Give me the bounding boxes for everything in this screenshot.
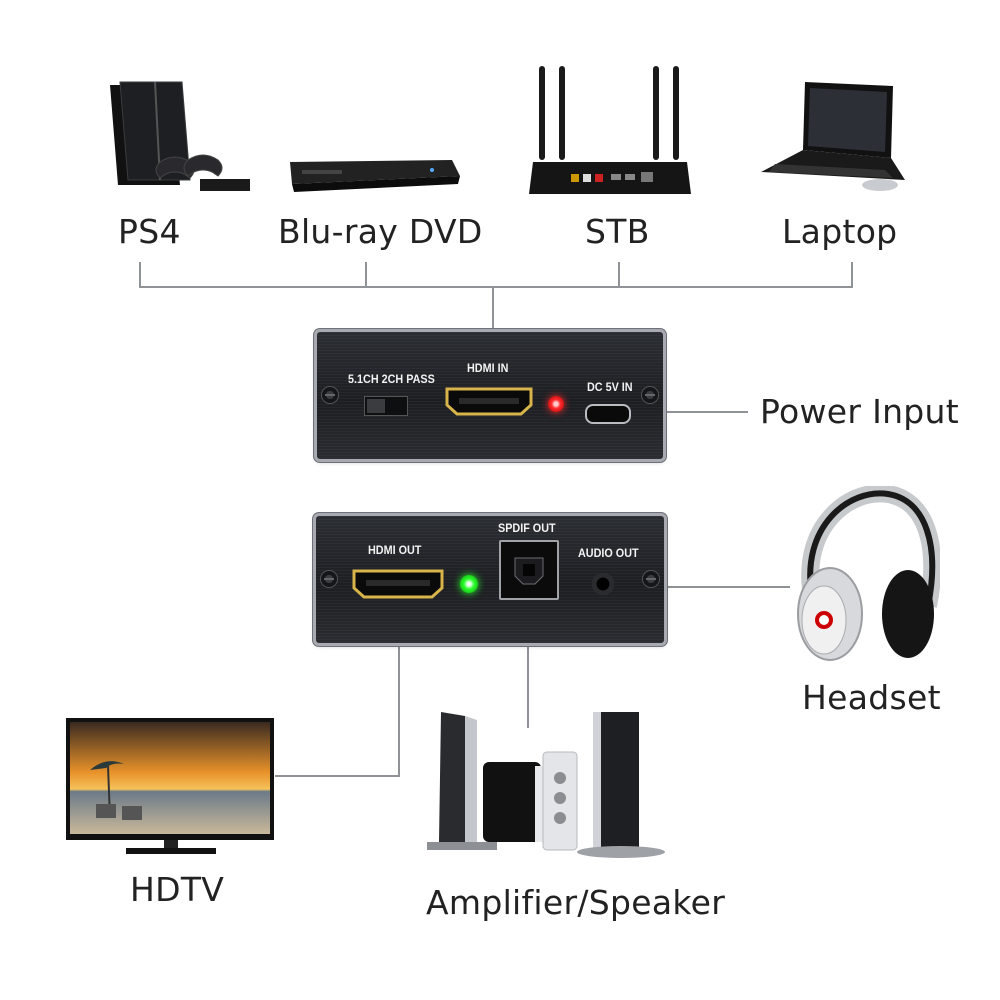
amplifier-speaker-image: [425, 706, 670, 861]
signal-led: [460, 575, 478, 593]
source-label-ps4: PS4: [118, 212, 181, 251]
source-bus-line: [139, 262, 853, 288]
headset-image: [790, 486, 940, 671]
ps4-image: [100, 80, 255, 195]
tv-icon: [66, 718, 274, 854]
dc-in-label: DC 5V IN: [587, 380, 633, 394]
headphones-icon: [797, 486, 940, 661]
power-input-label: Power Input: [760, 392, 960, 431]
laptop-image: [755, 80, 915, 200]
power-led: [548, 396, 564, 412]
output-label-amplifier: Amplifier/Speaker: [426, 883, 726, 922]
hdmi-port-icon: [352, 569, 444, 599]
bluray-player-icon: [290, 160, 460, 192]
screw-icon: [643, 571, 659, 587]
screw-icon: [321, 571, 337, 587]
hdmi-in-port[interactable]: [443, 385, 535, 417]
screw-icon: [642, 387, 658, 403]
spdif-out-label: SPDIF OUT: [498, 521, 556, 535]
hdmi-out-label: HDMI OUT: [368, 543, 422, 557]
output-panel: HDMI OUT SPDIF OUT AUDIO OUT: [316, 516, 664, 643]
audio-out-jack[interactable]: [592, 573, 614, 595]
screw-icon: [322, 387, 338, 403]
speaker-system-icon: [427, 712, 665, 858]
ps4-console-icon: [110, 81, 250, 191]
stb-router-icon: [529, 66, 691, 194]
hdmi-out-port[interactable]: [350, 567, 446, 601]
bluray-image: [282, 150, 462, 200]
output-label-hdtv: HDTV: [130, 870, 225, 909]
optical-port-icon: [514, 557, 544, 585]
laptop-icon: [761, 82, 905, 191]
source-label-stb: STB: [585, 212, 650, 251]
source-label-laptop: Laptop: [782, 212, 898, 251]
dc-in-port[interactable]: [585, 404, 631, 424]
source-label-bluray: Blu-ray DVD: [278, 212, 483, 251]
output-label-headset: Headset: [802, 678, 941, 717]
spdif-out-port[interactable]: [499, 540, 559, 600]
audio-out-label: AUDIO OUT: [578, 546, 639, 560]
mode-switch[interactable]: [364, 396, 408, 416]
hdmi-out-line: [275, 594, 400, 777]
input-panel: 5.1CH 2CH PASS HDMI IN DC 5V IN: [317, 332, 663, 459]
stb-image: [525, 62, 695, 202]
switch-label: 5.1CH 2CH PASS: [348, 372, 435, 386]
hdmi-port-icon: [445, 387, 533, 416]
hdtv-image: [66, 718, 276, 858]
hdmi-in-label: HDMI IN: [467, 361, 509, 375]
